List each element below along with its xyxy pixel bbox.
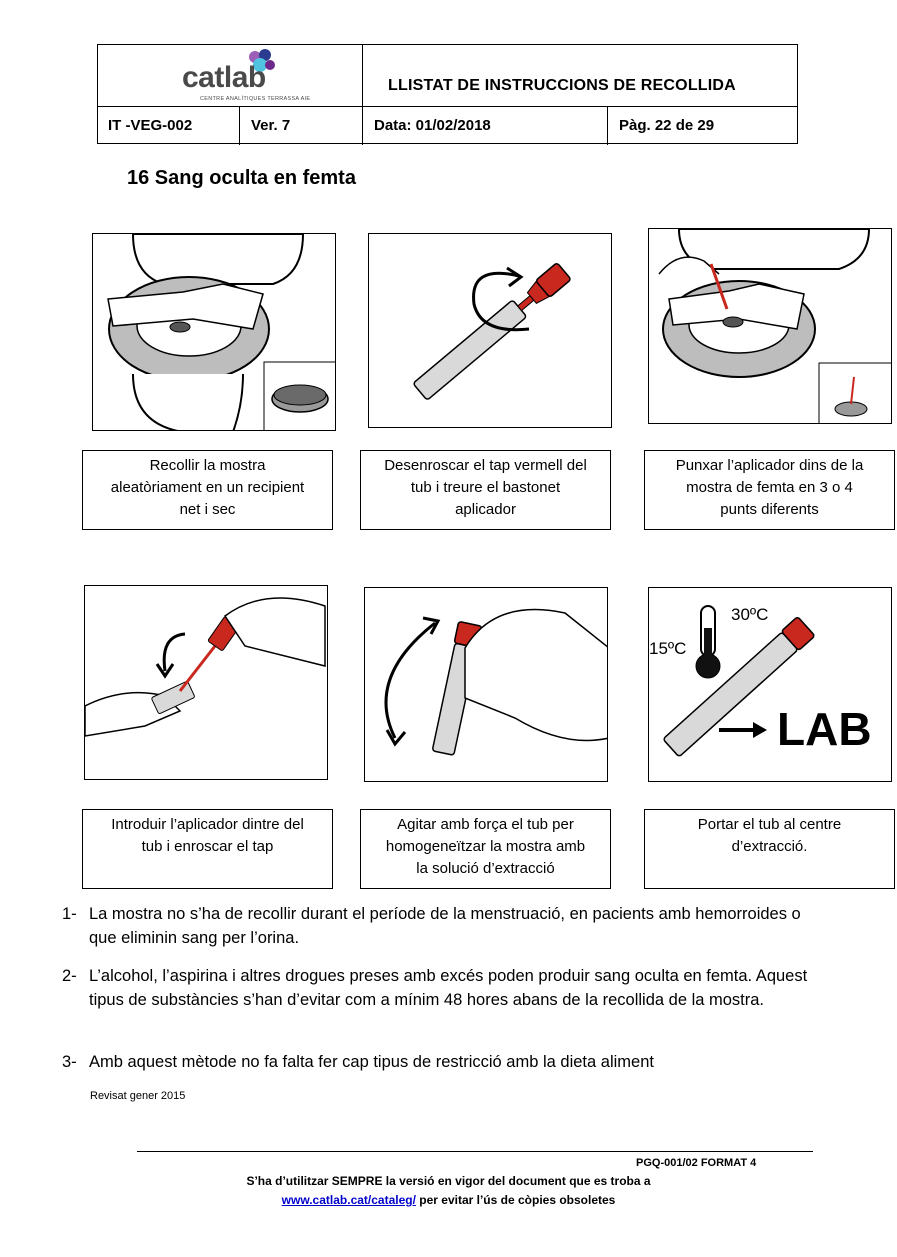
figure-collect-sample: [92, 233, 336, 431]
revision-note: Revisat gener 2015: [90, 1090, 185, 1102]
lab-label: LAB: [777, 703, 872, 755]
section-title: 16 Sang oculta en femta: [127, 167, 356, 190]
figure-bring-to-lab: 30ºC 15ºC LAB: [648, 587, 892, 782]
footer-notice-link-line: www.catlab.cat/cataleg/ per evitar l’ús …: [0, 1193, 897, 1207]
document-version: Ver. 7: [251, 117, 290, 134]
document-date: Data: 01/02/2018: [374, 117, 491, 134]
figure-insert-applicator: [84, 585, 328, 780]
figure-unscrew-cap: [368, 233, 612, 428]
document-header: catlab CENTRE ANALÍTIQUES TERRASSA AIE L…: [97, 44, 798, 144]
figure-puncture-sample: [648, 228, 892, 424]
catalog-link[interactable]: www.catlab.cat/cataleg/: [282, 1193, 416, 1207]
page-number: Pàg. 22 de 29: [619, 117, 714, 134]
footer-divider: [137, 1151, 813, 1152]
document-title: LLISTAT DE INSTRUCCIONS DE RECOLLIDA: [388, 77, 736, 95]
logo-subtitle: CENTRE ANALÍTIQUES TERRASSA AIE: [200, 96, 310, 102]
temp-low-label: 15ºC: [649, 639, 686, 658]
figure-shake-tube: [364, 587, 608, 782]
temp-high-label: 30ºC: [731, 605, 768, 624]
catlab-logo: catlab CENTRE ANALÍTIQUES TERRASSA AIE: [178, 47, 288, 105]
footer-notice: S’ha d’utilitzar SEMPRE la versió en vig…: [0, 1174, 897, 1188]
document-code: IT -VEG-002: [108, 117, 192, 134]
logo-word: catlab: [182, 61, 266, 95]
format-code: PGQ-001/02 FORMAT 4: [636, 1157, 756, 1169]
